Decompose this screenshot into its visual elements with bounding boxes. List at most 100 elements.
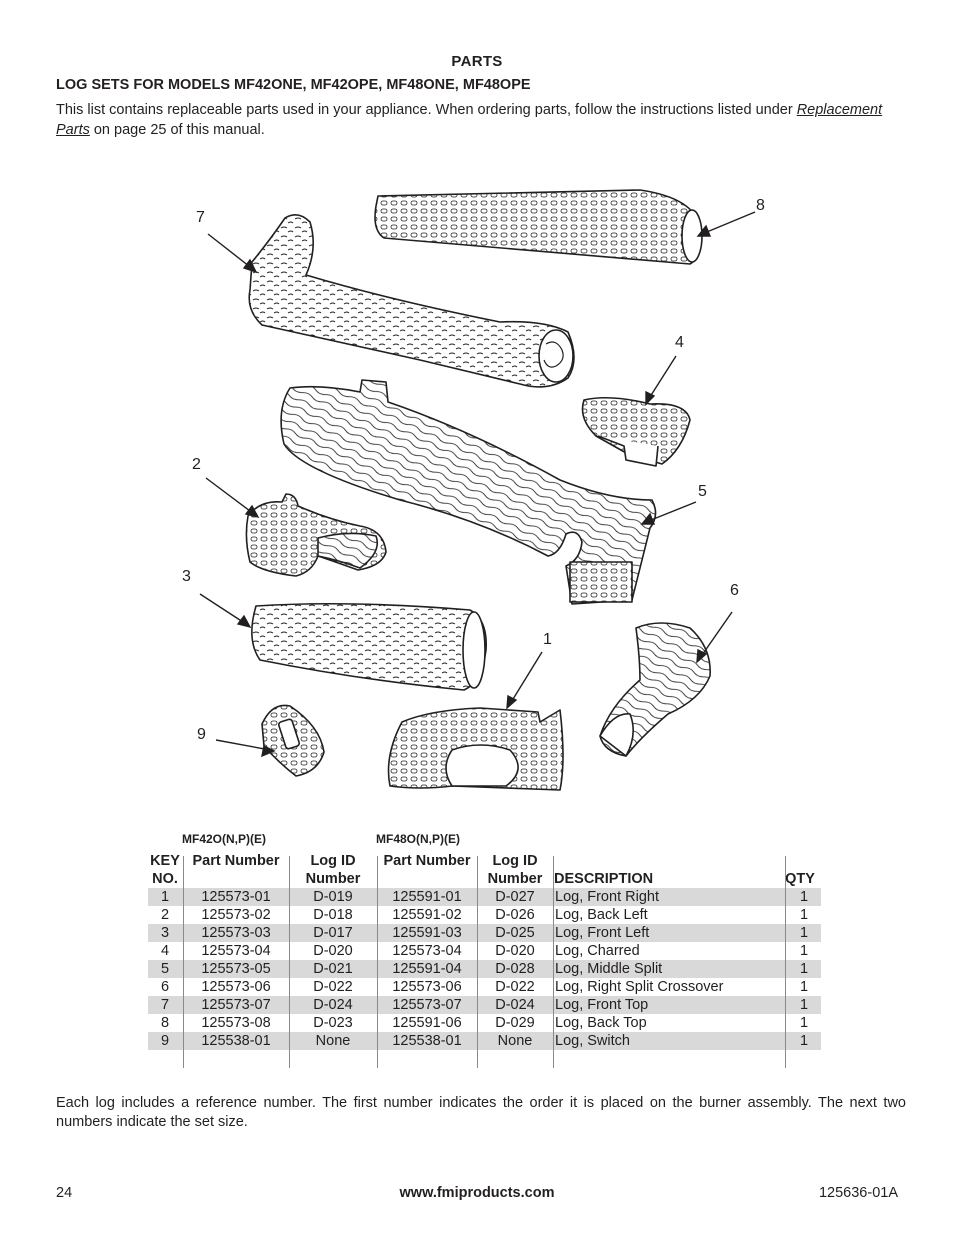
table-row: 7 125573-07 D-024 125573-07 D-024 Log, Front … (148, 996, 821, 1014)
cell-part-b: 125573-07 (392, 997, 462, 1013)
log-sets-subtitle: LOG SETS FOR MODELS MF42ONE, MF42OPE, MF… (56, 77, 531, 93)
table-row: 6 125573-06 D-022 125573-06 D-022 Log, Right … (148, 978, 821, 996)
cell-part-b: 125591-04 (392, 961, 462, 977)
cell-qty: 1 (799, 889, 809, 905)
cell-part-a: 125573-07 (201, 997, 271, 1013)
log-7-front-top (248, 214, 575, 388)
cell-logid-b: D-026 (495, 907, 535, 923)
cell-logid-b: None (497, 1033, 533, 1049)
cell-logid-a: D-023 (313, 1015, 353, 1031)
header-log-id-a: Log ID Number (305, 853, 361, 887)
cell-key: 5 (160, 961, 170, 977)
callout-7: 7 (196, 209, 205, 226)
cell-part-a: 125538-01 (201, 1033, 271, 1049)
section-title: PARTS (451, 53, 503, 70)
cell-logid-a: D-018 (313, 907, 353, 923)
callout-3: 3 (182, 568, 191, 585)
cell-desc: Log, Front Left (555, 925, 650, 941)
intro-text-after: on page 25 of this manual. (89, 122, 265, 138)
log-4-charred (581, 396, 691, 465)
cell-logid-a: D-022 (313, 979, 353, 995)
cell-logid-b: D-027 (495, 889, 535, 905)
cell-part-b: 125573-04 (392, 943, 462, 959)
model-header-mf42: MF42O(N,P)(E) (182, 832, 266, 846)
cell-part-a: 125573-05 (201, 961, 271, 977)
cell-part-b: 125591-06 (392, 1015, 462, 1031)
callout-5: 5 (698, 483, 707, 500)
header-description: DESCRIPTION (554, 871, 654, 887)
cell-desc: Log, Middle Split (555, 961, 663, 977)
cell-desc: Log, Right Split Crossover (555, 979, 724, 995)
cell-part-b: 125573-06 (392, 979, 462, 995)
cell-key: 3 (160, 925, 170, 941)
cell-desc: Log, Back Top (555, 1015, 647, 1031)
cell-logid-b: D-022 (495, 979, 535, 995)
cell-desc: Log, Front Right (555, 889, 659, 905)
model-header-mf48: MF48O(N,P)(E) (376, 832, 460, 846)
table-row: 2 125573-02 D-018 125591-02 D-026 Log, Back L… (148, 906, 821, 924)
cell-logid-b: D-024 (495, 997, 535, 1013)
callout-8: 8 (756, 197, 765, 214)
cell-desc: Log, Switch (555, 1033, 630, 1049)
cell-desc: Log, Back Left (555, 907, 648, 923)
cell-key: 6 (160, 979, 170, 995)
cell-qty: 1 (799, 907, 809, 923)
cell-part-b: 125591-02 (392, 907, 462, 923)
cell-qty: 1 (799, 961, 809, 977)
cell-part-a: 125573-03 (201, 925, 271, 941)
cell-key: 1 (160, 889, 170, 905)
log-set-diagram: 7 8 4 2 5 3 6 1 9 (182, 189, 765, 791)
website-link[interactable]: www.fmiproducts.com (399, 1185, 555, 1201)
header-key: KEY NO. (150, 853, 180, 887)
cell-qty: 1 (799, 979, 809, 995)
header-qty: QTY (785, 871, 815, 887)
cell-part-b: 125591-03 (392, 925, 462, 941)
cell-desc: Log, Front Top (555, 997, 649, 1013)
cell-key: 9 (160, 1033, 170, 1049)
header-log-id-b: Log ID Number (487, 853, 543, 887)
table-row: 8 125573-08 D-023 125591-06 D-029 Log, Back T… (148, 1014, 821, 1032)
table-row: 1 125573-01 D-019 125591-01 D-027 Log, Front … (148, 888, 821, 906)
cell-part-a: 125573-04 (201, 943, 271, 959)
callout-4: 4 (675, 334, 684, 351)
callout-1: 1 (543, 631, 552, 648)
cell-qty: 1 (799, 943, 809, 959)
cell-qty: 1 (799, 1015, 809, 1031)
cell-key: 2 (160, 907, 170, 923)
header-part-number-b: Part Number (383, 853, 471, 869)
cell-part-a: 125573-01 (201, 889, 271, 905)
header-part-number-a: Part Number (192, 853, 280, 869)
cell-key: 4 (160, 943, 170, 959)
cell-logid-b: D-025 (495, 925, 535, 941)
cell-logid-a: D-019 (313, 889, 353, 905)
cell-part-a: 125573-06 (201, 979, 271, 995)
cell-qty: 1 (799, 997, 809, 1013)
callout-9: 9 (197, 726, 206, 743)
cell-part-a: 125573-02 (201, 907, 271, 923)
cell-logid-a: None (315, 1033, 351, 1049)
table-row: 3 125573-03 D-017 125591-03 D-025 Log, Front … (148, 924, 821, 942)
cell-logid-a: D-021 (313, 961, 353, 977)
replacement-parts-link[interactable]: Replacement Parts (56, 102, 883, 138)
cell-qty: 1 (799, 925, 809, 941)
cell-part-b: 125591-01 (392, 889, 462, 905)
callout-2: 2 (192, 456, 201, 473)
log-8-back-top (374, 189, 702, 265)
log-3-front-left (251, 602, 487, 691)
cell-logid-a: D-024 (313, 997, 353, 1013)
cell-desc: Log, Charred (555, 943, 640, 959)
cell-part-b: 125538-01 (392, 1033, 462, 1049)
document-number: 125636-01A (818, 1185, 898, 1201)
log-5-middle-split (280, 379, 657, 605)
cell-part-a: 125573-08 (201, 1015, 271, 1031)
cell-logid-b: D-029 (495, 1015, 535, 1031)
cell-key: 8 (160, 1015, 170, 1031)
cell-key: 7 (160, 997, 170, 1013)
cell-logid-a: D-017 (313, 925, 353, 941)
intro-text-before: This list contains replaceable parts use… (56, 102, 797, 118)
intro-paragraph: This list contains replaceable parts use… (56, 100, 906, 140)
